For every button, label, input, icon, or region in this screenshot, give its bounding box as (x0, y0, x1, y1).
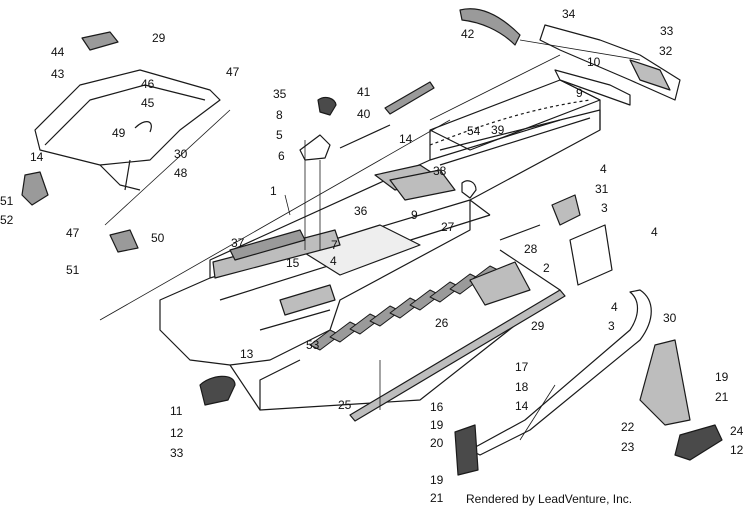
callout-39: 39 (491, 123, 505, 137)
callout-32: 32 (659, 44, 673, 58)
callout-51b: 51 (66, 263, 80, 277)
callout-6: 6 (278, 149, 285, 163)
callout-13: 13 (240, 347, 254, 361)
callout-3a: 3 (601, 201, 608, 215)
callout-47b: 47 (66, 226, 80, 240)
cap-part-35 (317, 96, 337, 116)
callout-33a: 33 (660, 24, 674, 38)
hitch-part-52 (21, 171, 49, 206)
callout-54: 54 (467, 124, 481, 138)
rear-bumper-part-42 (459, 8, 521, 46)
footrest-part-28 (469, 261, 531, 306)
leader-lines (99, 39, 641, 441)
callout-42: 42 (461, 27, 475, 41)
clip-part-49 (134, 121, 152, 133)
callout-4d: 4 (330, 254, 337, 268)
bumper-pad-part-44 (81, 31, 119, 51)
callout-37: 37 (231, 236, 245, 250)
hitch-part-51 (109, 229, 139, 253)
callout-14b: 14 (30, 150, 44, 164)
callout-38: 38 (433, 164, 447, 178)
callout-4a: 4 (600, 162, 607, 176)
callout-48: 48 (174, 166, 188, 180)
callout-18: 18 (515, 380, 529, 394)
callout-24: 24 (730, 424, 744, 438)
callout-4c: 4 (611, 300, 618, 314)
bumper-part-11 (199, 375, 236, 406)
callout-33b: 33 (170, 446, 184, 460)
callout-11: 11 (170, 404, 183, 418)
callout-17: 17 (515, 360, 529, 374)
callout-10: 10 (587, 55, 601, 69)
callout-14a: 14 (399, 132, 413, 146)
callout-53: 53 (306, 338, 320, 352)
callout-21a: 21 (430, 491, 444, 505)
callout-9a: 9 (576, 86, 583, 100)
part-27 (461, 180, 477, 199)
callout-22: 22 (621, 420, 635, 434)
callout-1: 1 (270, 184, 277, 198)
callout-19a: 19 (430, 418, 444, 432)
callout-3b: 3 (608, 319, 615, 333)
callout-47a: 47 (226, 65, 240, 79)
callout-7: 7 (331, 238, 338, 252)
callout-45: 45 (141, 96, 155, 110)
callout-8: 8 (276, 108, 283, 122)
callout-16: 16 (430, 400, 444, 414)
bracket-part-20 (454, 424, 479, 476)
callout-50: 50 (151, 231, 165, 245)
callout-28: 28 (524, 242, 538, 256)
callout-43: 43 (51, 67, 65, 81)
callout-19c: 19 (715, 370, 729, 384)
callout-19b: 19 (430, 473, 444, 487)
callout-9b: 9 (411, 208, 418, 222)
callout-30b: 30 (663, 311, 677, 325)
callout-52: 52 (0, 213, 14, 227)
pad-part-24 (674, 424, 723, 461)
callout-26: 26 (435, 316, 449, 330)
callout-21b: 21 (715, 390, 729, 404)
callout-12b: 12 (730, 443, 744, 457)
callout-27: 27 (441, 220, 455, 234)
callout-23: 23 (621, 440, 635, 454)
callout-44: 44 (51, 45, 65, 59)
callout-46: 46 (141, 77, 155, 91)
callout-14c: 14 (515, 399, 529, 413)
slide-rail (349, 289, 566, 422)
callout-20: 20 (430, 436, 444, 450)
callout-51a: 51 (0, 194, 14, 208)
front-bumper-part-43 (34, 69, 221, 191)
callout-30a: 30 (174, 147, 188, 161)
callout-12a: 12 (170, 426, 184, 440)
callout-15: 15 (286, 256, 300, 270)
callout-29b: 29 (531, 319, 545, 333)
step-part-22 (639, 339, 691, 426)
callout-4b: 4 (651, 225, 658, 239)
callout-5: 5 (276, 128, 283, 142)
rod-part-40 (339, 124, 391, 149)
grip-pad-part-38 (389, 169, 456, 201)
callout-29a: 29 (152, 31, 166, 45)
rail-bracket-part-10 (554, 69, 631, 106)
rear-flap-part-32b (629, 59, 671, 91)
callout-41: 41 (357, 85, 371, 99)
callout-40: 40 (357, 107, 371, 121)
callouts: 1 2 3 3 4 4 4 4 5 6 7 8 9 9 10 11 12 12 … (0, 7, 744, 505)
plate-part-2 (569, 224, 613, 286)
callout-31: 31 (595, 182, 609, 196)
credit-text: Rendered by LeadVenture, Inc. (466, 492, 633, 506)
callout-34: 34 (562, 7, 576, 21)
callout-36: 36 (354, 204, 368, 218)
callout-2: 2 (543, 261, 550, 275)
bracket-part-6 (299, 134, 331, 161)
part-31 (551, 194, 581, 226)
callout-25: 25 (338, 398, 352, 412)
callout-49: 49 (112, 126, 126, 140)
rod-part-41 (384, 81, 435, 115)
callout-35: 35 (273, 87, 287, 101)
